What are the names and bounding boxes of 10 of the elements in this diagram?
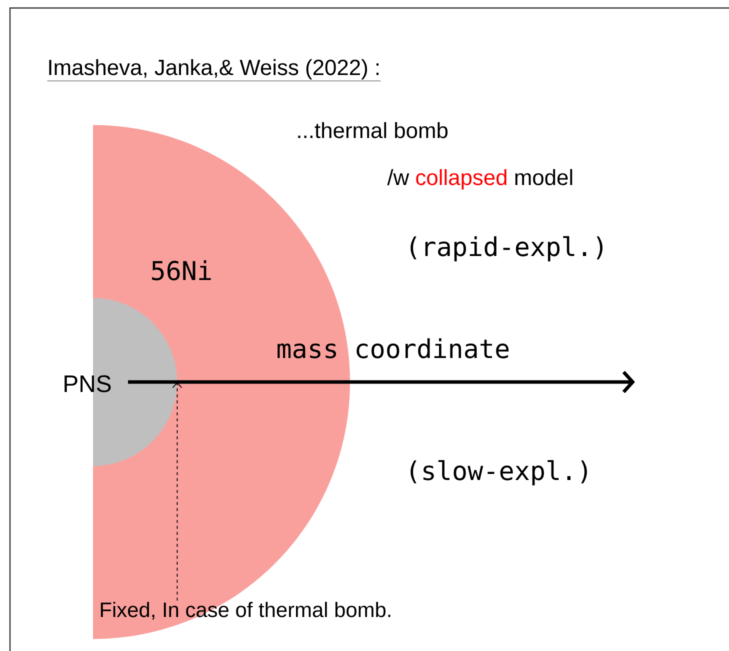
note-text: (slow-expl.) xyxy=(410,460,587,486)
note-text: Fixed, In case of thermal bomb. xyxy=(100,602,390,620)
node-label: PNS xyxy=(64,375,111,392)
axis-label: mass coordinate xyxy=(278,338,509,358)
note-text: /w collapsed model xyxy=(387,169,572,190)
note-text: (rapid-expl.) xyxy=(410,236,603,262)
leader-arrow xyxy=(172,382,182,602)
note-text: ...thermal bomb xyxy=(298,122,448,138)
node-label: 56Ni xyxy=(152,260,211,280)
heading: Imasheva, Janka,& Weiss (2022) : xyxy=(47,59,381,82)
